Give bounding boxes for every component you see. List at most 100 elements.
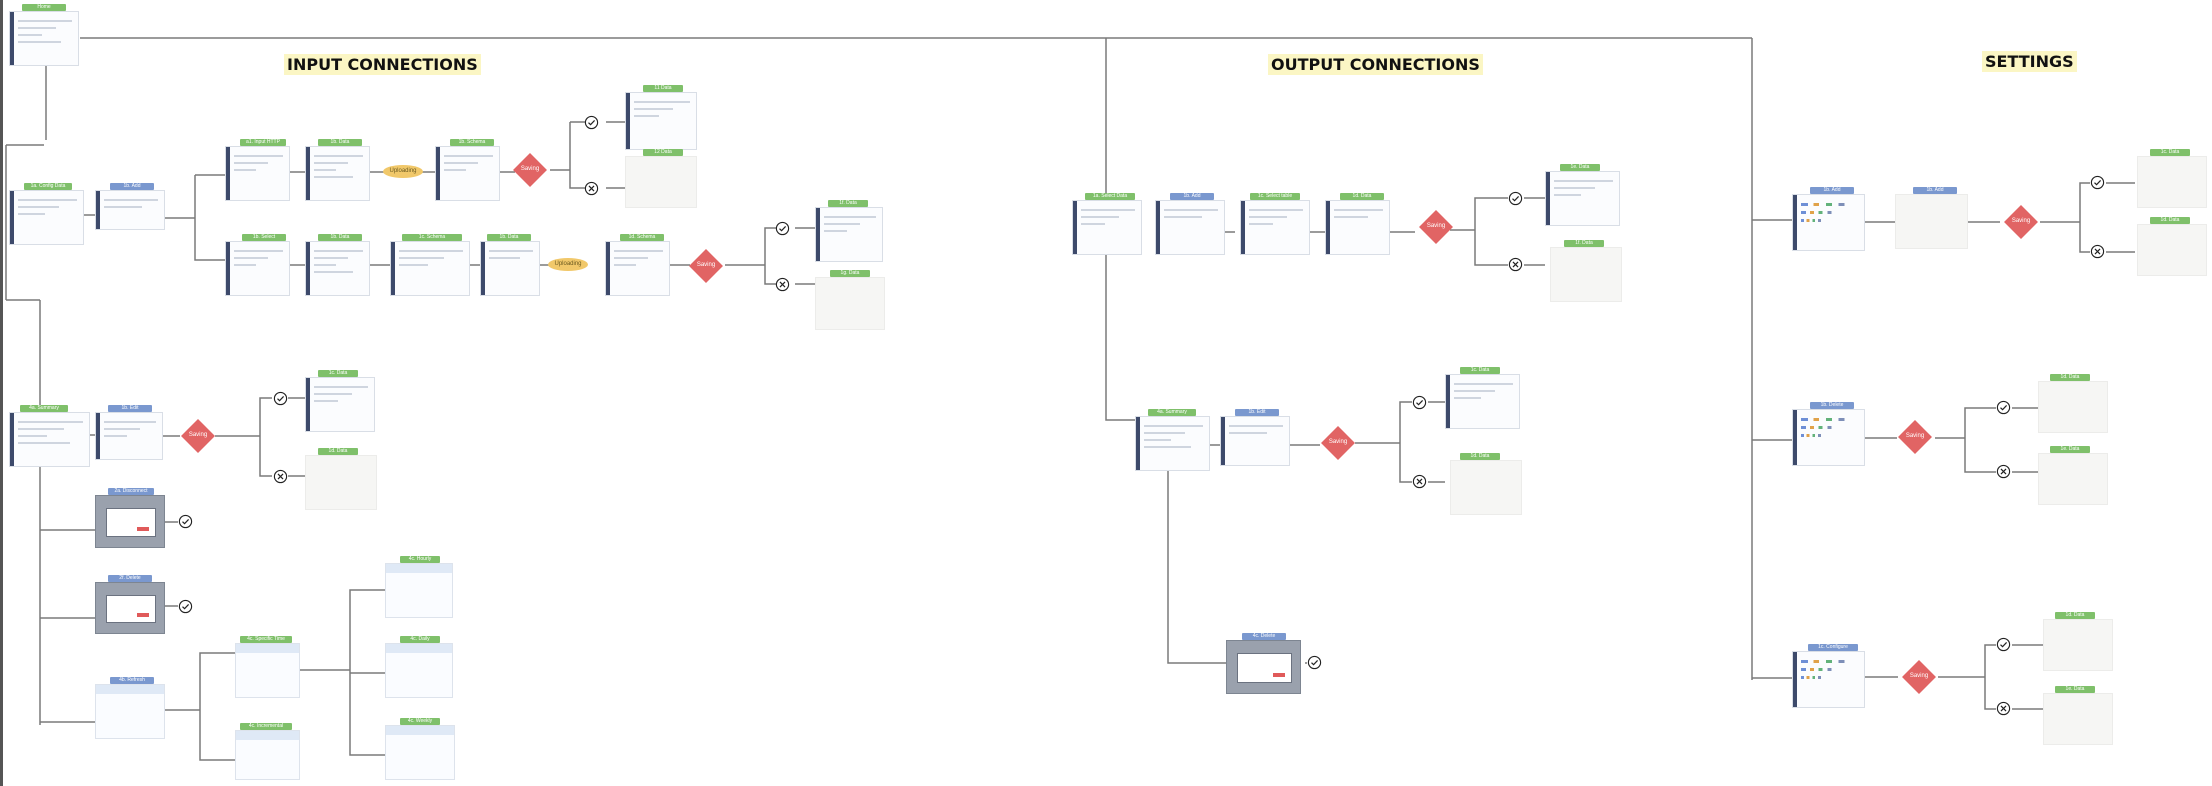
decision-saving-input-2: Saving xyxy=(688,248,724,284)
node-label-settings-n9: 1d. Data xyxy=(2055,612,2095,619)
screen-input-n16[interactable] xyxy=(95,412,163,460)
screen-output-n9[interactable] xyxy=(1445,374,1520,429)
node-label-input-n5: 1b. Schema xyxy=(450,139,494,146)
screen-settings-n7[interactable] xyxy=(2038,453,2108,505)
screen-settings-n4[interactable] xyxy=(2137,224,2207,276)
screen-input-n15[interactable] xyxy=(9,412,90,467)
screen-input-n21[interactable] xyxy=(95,684,165,739)
node-label-settings-n1: 1b. Add xyxy=(1810,187,1854,194)
node-label-settings-n5: 1b. Delete xyxy=(1810,402,1854,409)
screen-settings-n9[interactable] xyxy=(2043,619,2113,671)
node-label-input-n22: 4c. Specific Time xyxy=(240,636,292,643)
screen-output-n4[interactable] xyxy=(1325,200,1390,255)
process-uploading-1: Uploading xyxy=(383,165,423,178)
screen-settings-n1[interactable] xyxy=(1792,194,1865,251)
screen-input-n25[interactable] xyxy=(385,643,453,698)
screen-settings-n2[interactable] xyxy=(1895,194,1968,249)
x-circle-icon xyxy=(584,181,599,196)
screen-input-n14[interactable] xyxy=(815,277,885,330)
node-label-input-n1: 1a. Config Data xyxy=(24,183,72,190)
decision-saving-input-3: Saving xyxy=(180,418,216,454)
screen-settings-n3[interactable] xyxy=(2137,156,2207,208)
screen-input-n22[interactable] xyxy=(235,643,300,698)
screen-input-n2[interactable] xyxy=(95,190,165,230)
screen-input-n17[interactable] xyxy=(305,377,375,432)
screen-input-n12[interactable] xyxy=(605,241,670,296)
node-label-input-n23: 4c. Incremental xyxy=(240,723,292,730)
x-circle-icon xyxy=(1508,257,1523,272)
screen-input-n7[interactable] xyxy=(625,156,697,208)
screen-home[interactable] xyxy=(9,11,79,66)
input-trunk xyxy=(6,144,95,725)
x-circle-icon xyxy=(1996,464,2011,479)
screen-input-n26[interactable] xyxy=(385,725,455,780)
check-circle-icon xyxy=(1412,395,1427,410)
screen-input-n10[interactable] xyxy=(390,241,470,296)
node-label-settings-n3: 1c. Data xyxy=(2150,149,2190,156)
node-label-input-n4: 1b. Data xyxy=(318,139,362,146)
screen-input-n18[interactable] xyxy=(305,455,377,510)
dialog-input-n20[interactable] xyxy=(95,582,165,634)
screen-input-n8[interactable] xyxy=(225,241,290,296)
screen-input-n9[interactable] xyxy=(305,241,370,296)
screen-output-n5[interactable] xyxy=(1545,171,1620,226)
screen-input-n3[interactable] xyxy=(225,146,290,201)
process-uploading-2: Uploading xyxy=(548,258,588,271)
node-label-input-n18: 1d. Data xyxy=(318,448,358,455)
node-label-output-n1: 1a. Select Data xyxy=(1085,193,1135,200)
screen-output-n2[interactable] xyxy=(1155,200,1225,255)
screen-input-n6[interactable] xyxy=(625,92,697,150)
screen-output-n7[interactable] xyxy=(1135,416,1210,471)
node-label-input-n24: 4c. Hourly xyxy=(400,556,440,563)
node-label-input-n7: 12 Data xyxy=(643,149,683,156)
check-circle-icon xyxy=(1996,400,2011,415)
screen-input-n4[interactable] xyxy=(305,146,370,201)
node-label-input-n9: 1b. Data xyxy=(318,234,362,241)
screen-output-n3[interactable] xyxy=(1240,200,1310,255)
screen-settings-n8[interactable] xyxy=(1792,651,1865,708)
check-circle-icon xyxy=(1307,655,1322,670)
check-circle-icon xyxy=(178,514,193,529)
node-label-input-n14: 1g. Data xyxy=(830,270,870,277)
dialog-output-n11[interactable] xyxy=(1226,640,1301,694)
node-label-input-n3: a1. Input HTTP xyxy=(240,139,286,146)
node-label-settings-n7: 1e. Data xyxy=(2050,446,2090,453)
dialog-input-n19[interactable] xyxy=(95,495,165,548)
node-label-output-n9: 1c. Data xyxy=(1460,367,1500,374)
node-label-output-n8: 1b. Edit xyxy=(1235,409,1279,416)
node-label-input-n6: 11 Data xyxy=(643,85,683,92)
screen-settings-n10[interactable] xyxy=(2043,693,2113,745)
screen-output-n6[interactable] xyxy=(1550,247,1622,302)
section-title-output-connections: OUTPUT CONNECTIONS xyxy=(1268,54,1483,75)
section-title-settings: SETTINGS xyxy=(1982,51,2077,72)
x-circle-icon xyxy=(273,469,288,484)
canvas-left-border xyxy=(0,0,3,786)
screen-output-n1[interactable] xyxy=(1072,200,1142,255)
screen-input-n23[interactable] xyxy=(235,730,300,780)
node-label-settings-n6: 1d. Data xyxy=(2050,374,2090,381)
node-label-settings-n2: 1b. Add xyxy=(1913,187,1957,194)
x-circle-icon xyxy=(1996,701,2011,716)
screen-settings-n5[interactable] xyxy=(1792,409,1865,466)
node-label-input-n19: 2a. Disconnect xyxy=(108,488,154,495)
screen-input-n1[interactable] xyxy=(9,190,84,245)
screen-settings-n6[interactable] xyxy=(2038,381,2108,433)
screen-input-n11[interactable] xyxy=(480,241,540,296)
node-label-input-n11: 1b. Data xyxy=(487,234,531,241)
check-circle-icon xyxy=(2090,175,2105,190)
decision-saving-settings-1: Saving xyxy=(2003,204,2039,240)
check-circle-icon xyxy=(775,221,790,236)
check-circle-icon xyxy=(178,599,193,614)
screen-input-n5[interactable] xyxy=(435,146,500,201)
node-label-settings-n4: 1d. Data xyxy=(2150,217,2190,224)
node-label-home: Home xyxy=(22,4,66,11)
check-circle-icon xyxy=(273,391,288,406)
screen-output-n10[interactable] xyxy=(1450,460,1522,515)
screen-input-n13[interactable] xyxy=(815,207,883,262)
node-label-output-n2: 1b. Add xyxy=(1170,193,1214,200)
screen-input-n24[interactable] xyxy=(385,563,453,618)
screen-output-n8[interactable] xyxy=(1220,416,1290,466)
node-label-input-n26: 4c. Weekly xyxy=(400,718,440,725)
node-label-input-n8: 1b. Select xyxy=(242,234,286,241)
